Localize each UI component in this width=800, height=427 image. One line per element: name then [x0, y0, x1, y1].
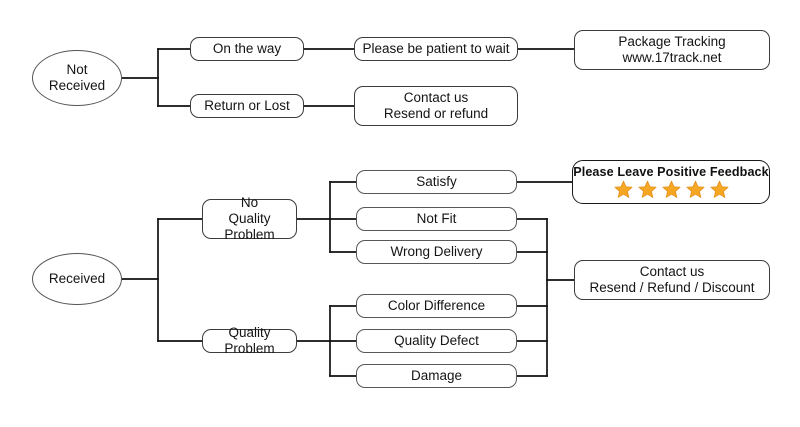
node-on-the-way[interactable]: On the way: [190, 37, 304, 61]
node-not-fit[interactable]: Not Fit: [356, 207, 517, 231]
node-return-or-lost[interactable]: Return or Lost: [190, 94, 304, 118]
node-received[interactable]: Received: [32, 253, 122, 305]
star-rating[interactable]: [614, 180, 729, 199]
node-quality-defect[interactable]: Quality Defect: [356, 329, 517, 353]
node-color-difference[interactable]: Color Difference: [356, 294, 517, 318]
node-positive-feedback[interactable]: Please Leave Positive Feedback: [572, 160, 770, 204]
feedback-title: Please Leave Positive Feedback: [573, 165, 769, 179]
node-damage[interactable]: Damage: [356, 364, 517, 388]
node-not-received[interactable]: Not Received: [32, 50, 122, 106]
star-icon[interactable]: [686, 180, 705, 199]
node-no-quality-problem[interactable]: No Quality Problem: [202, 195, 297, 242]
star-icon[interactable]: [710, 180, 729, 199]
node-satisfy[interactable]: Satisfy: [356, 170, 517, 194]
node-contact-resend-refund-discount[interactable]: Contact us Resend / Refund / Discount: [574, 260, 770, 300]
node-package-tracking[interactable]: Package Tracking www.17track.net: [574, 30, 770, 70]
star-icon[interactable]: [638, 180, 657, 199]
node-contact-resend-or-refund[interactable]: Contact us Resend or refund: [354, 86, 518, 126]
star-icon[interactable]: [662, 180, 681, 199]
node-please-be-patient[interactable]: Please be patient to wait: [354, 37, 518, 61]
node-wrong-delivery[interactable]: Wrong Delivery: [356, 240, 517, 264]
star-icon[interactable]: [614, 180, 633, 199]
node-quality-problem[interactable]: Quality Problem: [202, 325, 297, 356]
